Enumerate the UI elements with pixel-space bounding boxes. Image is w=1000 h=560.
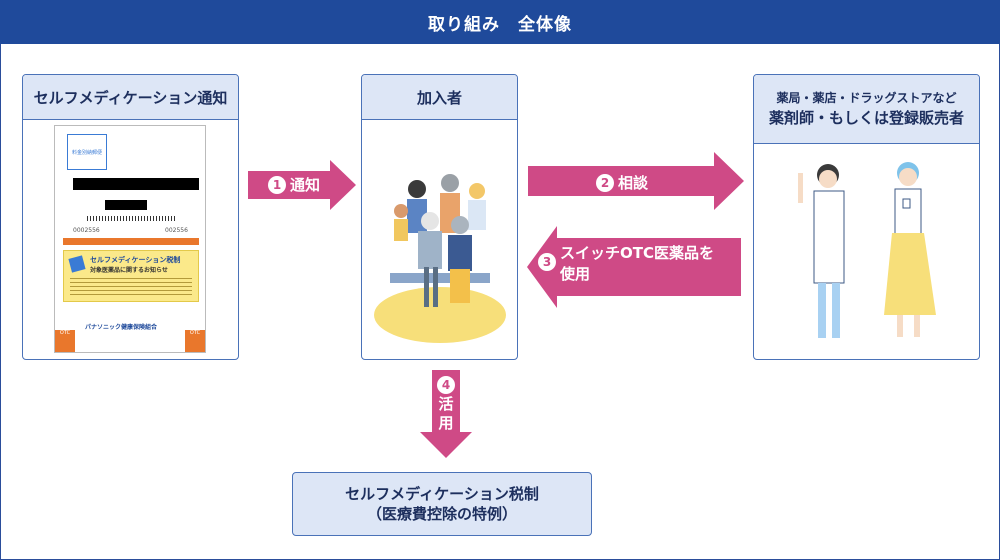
- notice-banner: セルフメディケーション税制 対象医薬品に関するお知らせ: [63, 250, 199, 302]
- consult-label: 2 相談: [596, 172, 648, 193]
- banner-subtitle: 対象医薬品に関するお知らせ: [90, 267, 168, 274]
- notice-card-title: セルフメディケーション通知: [23, 75, 238, 120]
- use-otc-label: 3 スイッチOTC医薬品を 使用: [538, 243, 714, 285]
- pharmacy-card-title: 薬局・薬店・ドラッグストアなど 薬剤師・もしくは登録販売者: [754, 75, 979, 144]
- consult-text: 相談: [618, 174, 649, 192]
- notify-arrow: [248, 160, 356, 210]
- redacted-bar-small: [105, 200, 147, 210]
- subscriber-card-title: 加入者: [362, 75, 517, 120]
- otc-box-icon: [68, 255, 86, 273]
- use-otc-text-line1: スイッチOTC医薬品を: [560, 244, 714, 262]
- pharmacist-illustration: [798, 162, 936, 338]
- postage-stamp: 料金別納郵便: [67, 134, 107, 170]
- org-name: パナソニック健康保険組合: [85, 324, 158, 331]
- doc-number-left: 0002556: [73, 227, 100, 234]
- doc-number-right: 002556: [165, 227, 188, 234]
- utilize-arrow: [420, 370, 472, 458]
- utilize-label: 4 活 用: [437, 376, 455, 432]
- use-otc-text: スイッチOTC医薬品を 使用: [560, 243, 714, 285]
- notice-document: 料金別納郵便 0002556 002556 セルフメディケーション税制 対象医薬…: [54, 125, 206, 353]
- banner-title: セルフメディケーション税制: [90, 256, 181, 264]
- banner-text-lines: [70, 278, 192, 298]
- step-3-badge: 3: [538, 253, 556, 271]
- use-otc-text-line2: 使用: [560, 265, 591, 283]
- redacted-bar: [73, 178, 199, 190]
- notify-text: 通知: [290, 176, 321, 194]
- pharmacy-card: 薬局・薬店・ドラッグストアなど 薬剤師・もしくは登録販売者: [753, 74, 980, 360]
- step-1-badge: 1: [268, 175, 286, 194]
- family-illustration: [374, 174, 506, 343]
- barcode: [87, 216, 177, 221]
- tax-system-box: セルフメディケーション税制 （医療費控除の特例）: [292, 472, 592, 536]
- tax-system-subtitle: （医療費控除の特例）: [366, 505, 517, 523]
- notify-label: 1 通知: [268, 174, 320, 195]
- tax-system-title: セルフメディケーション税制: [345, 485, 539, 503]
- otc-badge-left: OTC: [55, 330, 75, 352]
- orange-strip: [63, 238, 199, 245]
- step-2-badge: 2: [596, 173, 614, 192]
- step-4-badge: 4: [437, 376, 455, 394]
- utilize-text-line2: 用: [438, 414, 454, 432]
- use-otc-arrow: [527, 226, 741, 308]
- pharmacy-card-title-line1: 薬局・薬店・ドラッグストアなど: [776, 91, 957, 105]
- page-title: 取り組み 全体像: [0, 0, 1000, 44]
- utilize-text-line1: 活: [438, 395, 454, 413]
- pharmacy-card-title-line2: 薬剤師・もしくは登録販売者: [768, 109, 964, 127]
- otc-badge-right: OTC: [185, 330, 205, 352]
- consult-arrow: [528, 152, 744, 210]
- subscriber-card: 加入者: [361, 74, 518, 360]
